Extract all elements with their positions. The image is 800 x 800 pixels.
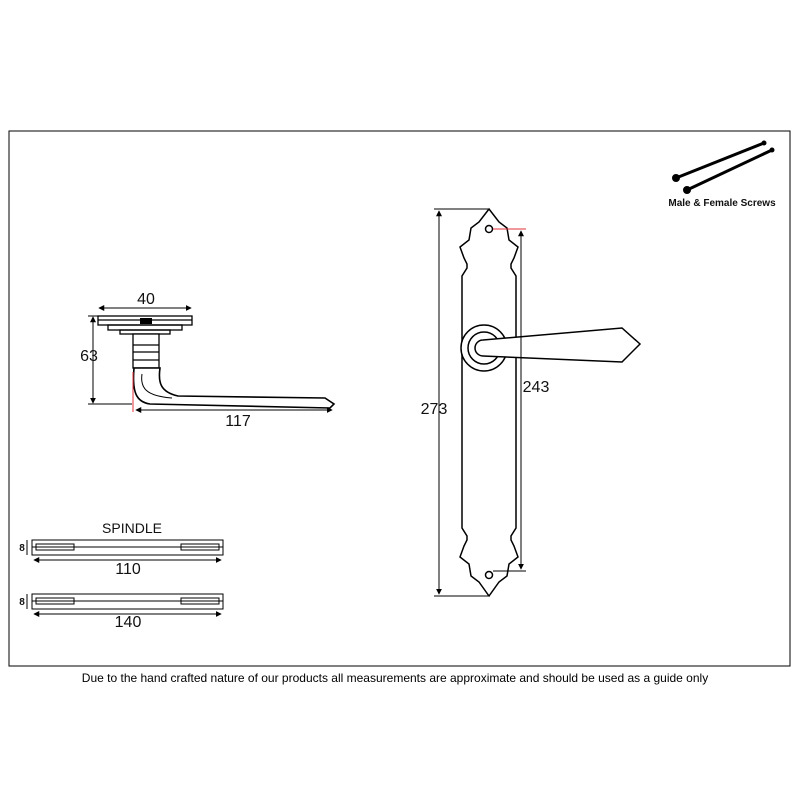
spindle-110: [26, 539, 224, 556]
spindle-140-length: 140: [115, 614, 142, 631]
handle-side-view: [97, 315, 336, 409]
handle-projection-label: 117: [225, 413, 251, 430]
spindle-140-thickness: 8: [19, 597, 25, 608]
screws-illustration: [672, 140, 775, 194]
dimension-rose-width: 40: [98, 291, 192, 311]
spindle-110-length: 110: [115, 561, 141, 578]
backplate-front-view: [459, 207, 642, 598]
backplate-length-label: 273: [421, 401, 448, 418]
handle-height-label: 63: [80, 348, 98, 365]
dimension-handle-projection: 117: [132, 372, 333, 430]
dimension-fixing-centres: 243: [493, 228, 550, 572]
spindle-title: SPINDLE: [102, 520, 162, 536]
fixing-centres-label: 243: [523, 379, 550, 396]
dimension-backplate-length: 273: [421, 208, 488, 597]
dimension-handle-height: 63: [80, 315, 132, 405]
spindle-110-thickness: 8: [19, 543, 25, 554]
drawing-frame: [8, 130, 791, 667]
spindle-140: [26, 593, 224, 610]
measurement-disclaimer: Due to the hand crafted nature of our pr…: [81, 671, 709, 685]
rose-width-label: 40: [137, 291, 155, 308]
screws-label: Male & Female Screws: [668, 198, 776, 209]
